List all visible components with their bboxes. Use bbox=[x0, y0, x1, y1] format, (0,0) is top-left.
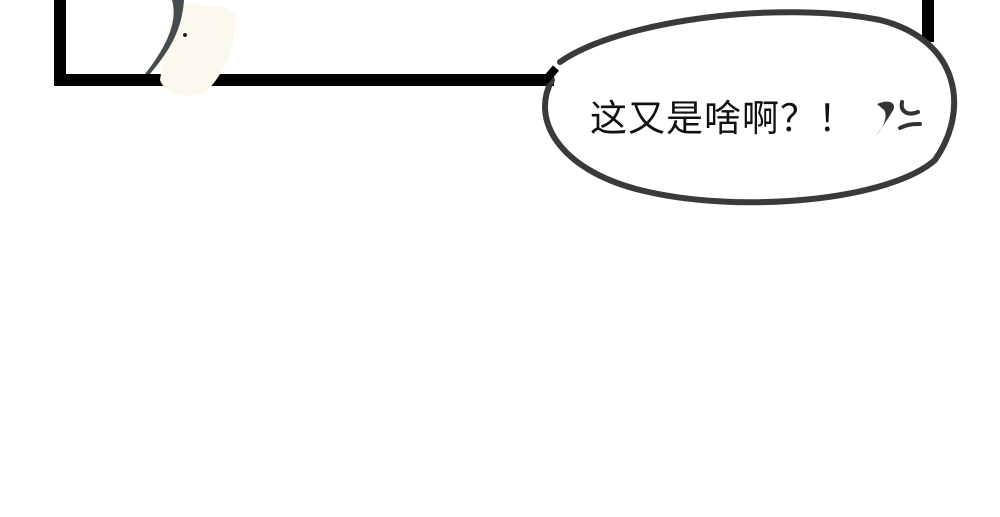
speech-bubble-text: 这又是啥啊？！ bbox=[590, 97, 856, 140]
panel-frame-left bbox=[54, 0, 66, 86]
panel-frame-right bbox=[922, 0, 934, 42]
